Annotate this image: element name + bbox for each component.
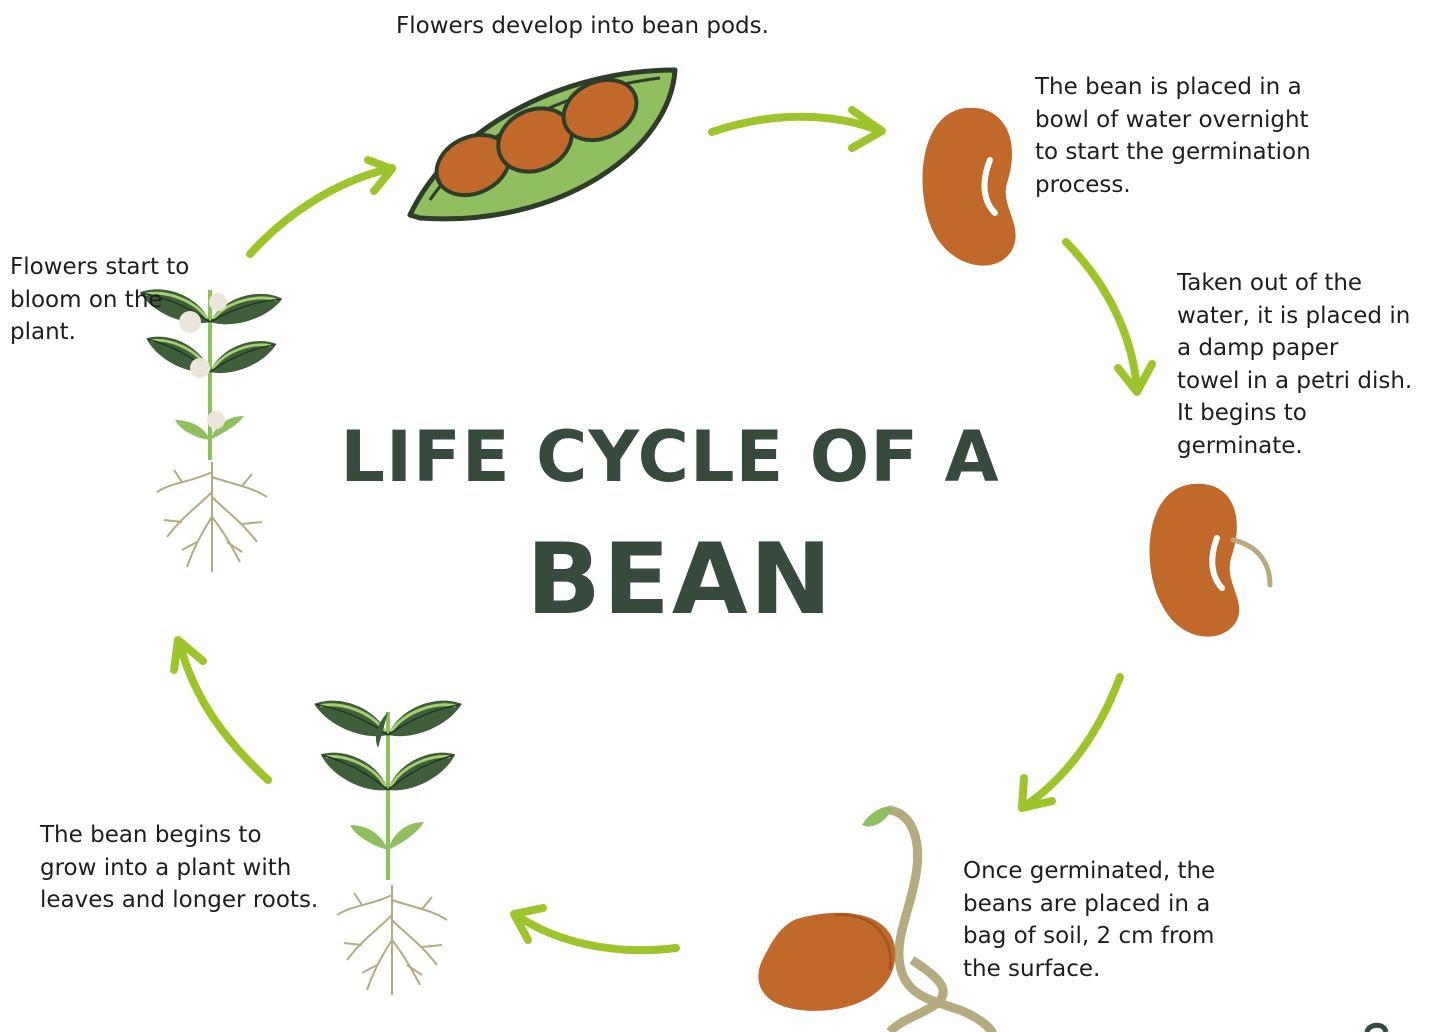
caption-grow: The bean begins to grow into a plant wit…: [40, 819, 318, 917]
arrow-soil-to-grow: [516, 915, 676, 950]
caption-petri: Taken out of the water, it is placed in …: [1177, 267, 1412, 462]
sprouting-bean-image: [758, 807, 992, 1032]
caption-soil: Once germinated, the beans are placed in…: [963, 855, 1215, 985]
young-plant-image: [310, 692, 467, 995]
caption-pods: Flowers develop into bean pods.: [396, 10, 769, 43]
soaked-bean-image: [923, 108, 1016, 266]
arrow-soak-to-petri: [1066, 242, 1137, 388]
diagram-title-line1: LIFE CYCLE OF A: [0, 416, 1340, 498]
arrow-bloom-to-pods: [250, 168, 392, 254]
caption-bloom: Flowers start to bloom on the plant.: [10, 251, 189, 349]
arrow-petri-to-soil: [1025, 677, 1120, 806]
caption-soak: The bean is placed in a bowl of water ov…: [1035, 71, 1311, 201]
arrow-grow-to-bloom: [180, 645, 268, 780]
bean-pod-image: [410, 69, 675, 219]
diagram-title-line2: BEAN: [0, 523, 1360, 637]
corner-mark: [1367, 1025, 1386, 1032]
arrow-pod-to-soak: [712, 117, 878, 132]
